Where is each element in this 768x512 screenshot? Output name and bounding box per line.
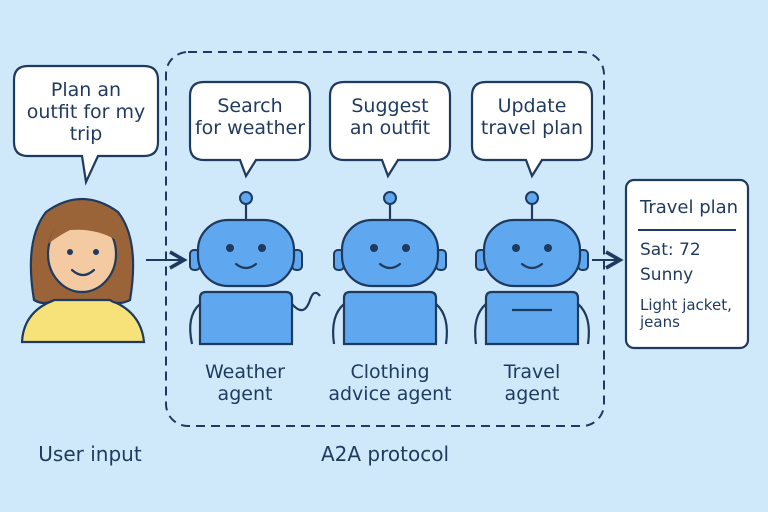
weather-agent-robot-icon	[189, 191, 321, 346]
clothing-agent-speech-text: Suggest an outfit	[349, 95, 431, 139]
clothing-agent-robot-icon	[332, 191, 448, 346]
travel-plan-title: Travel plan	[640, 197, 739, 218]
clothing-agent-speech-bubble	[328, 80, 452, 179]
travel-plan-card	[624, 178, 750, 350]
user-avatar	[20, 197, 146, 344]
a2a-protocol-boundary	[165, 51, 605, 427]
travel-plan-temperature: Sat: 72	[640, 240, 701, 260]
clothing-agent-label: Clothing advice agent	[328, 361, 452, 405]
user-request-text: Plan an outfit for my trip	[26, 79, 146, 145]
user-speech-bubble	[12, 64, 160, 186]
travel-plan-outfit: Light jacket, jeans	[640, 296, 732, 332]
travel-plan-condition: Sunny	[640, 265, 694, 285]
travel-agent-speech-bubble	[470, 80, 594, 179]
weather-agent-speech-bubble	[188, 80, 312, 179]
weather-agent-label: Weather agent	[205, 361, 285, 405]
travel-agent-speech-text: Update travel plan	[480, 95, 584, 139]
a2a-protocol-caption: A2A protocol	[320, 442, 450, 466]
weather-agent-speech-text: Search for weather	[194, 95, 306, 139]
travel-agent-robot-icon	[474, 191, 590, 346]
travel-agent-label: Travel agent	[503, 361, 561, 405]
user-input-caption: User input	[38, 442, 142, 466]
